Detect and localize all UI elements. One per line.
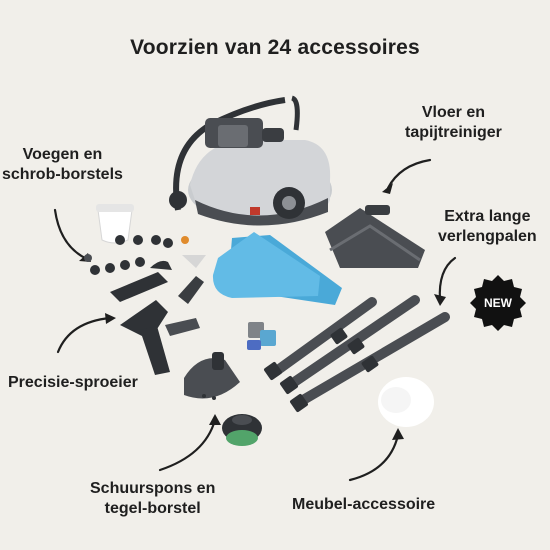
- label-extra-line1: Extra lange: [444, 208, 531, 225]
- label-schuur-line2: tegel-borstel: [104, 500, 201, 517]
- label-extra: Extra lange verlengpalen: [438, 207, 537, 247]
- steam-cleaner-unit: [169, 95, 332, 226]
- label-voegen-line1: Voegen en: [22, 146, 103, 163]
- small-parts: [247, 322, 276, 350]
- arrow-voegen: [53, 208, 87, 260]
- label-voegen-line2: schrob-borstels: [2, 166, 123, 183]
- furniture-bonnet: [378, 377, 434, 427]
- new-badge: NEW: [472, 277, 524, 329]
- funnel: [182, 255, 206, 268]
- label-meubel: Meubel-accessoire: [292, 496, 436, 513]
- new-badge-shape: [470, 275, 526, 331]
- label-vloer-line2: tapijtreiniger: [405, 124, 502, 141]
- label-vloer: Vloer en tapijtreiniger: [405, 103, 502, 143]
- new-badge-text: NEW: [484, 296, 512, 310]
- water-cup: [96, 204, 134, 244]
- label-voegen: Voegen en schrob-borstels: [2, 145, 123, 185]
- label-precisie: Precisie-sproeier: [8, 374, 138, 391]
- label-schuur-line1: Schuurspons en: [90, 480, 216, 497]
- nozzle: [110, 260, 172, 302]
- microfiber-pads: [212, 232, 342, 305]
- window-squeegee: [120, 300, 200, 375]
- label-schuur: Schuurspons en tegel-borstel: [90, 479, 215, 519]
- arrow-extra: [438, 256, 457, 302]
- orange-ring: [181, 236, 189, 244]
- arrow-vloer: [386, 158, 432, 190]
- page-title: Voorzien van 24 accessoires: [130, 36, 420, 59]
- arrow-meubel: [348, 433, 400, 482]
- arrow-precisie: [56, 316, 112, 354]
- angled-nozzle: [178, 276, 204, 304]
- label-extra-line2: verlengpalen: [438, 228, 537, 245]
- triangle-brush: [184, 352, 240, 400]
- label-vloer-line1: Vloer en: [421, 104, 486, 121]
- floor-cleaner: [325, 205, 425, 268]
- brush-set: [84, 235, 173, 275]
- tile-brush: [222, 414, 262, 446]
- arrow-schuur: [158, 418, 217, 472]
